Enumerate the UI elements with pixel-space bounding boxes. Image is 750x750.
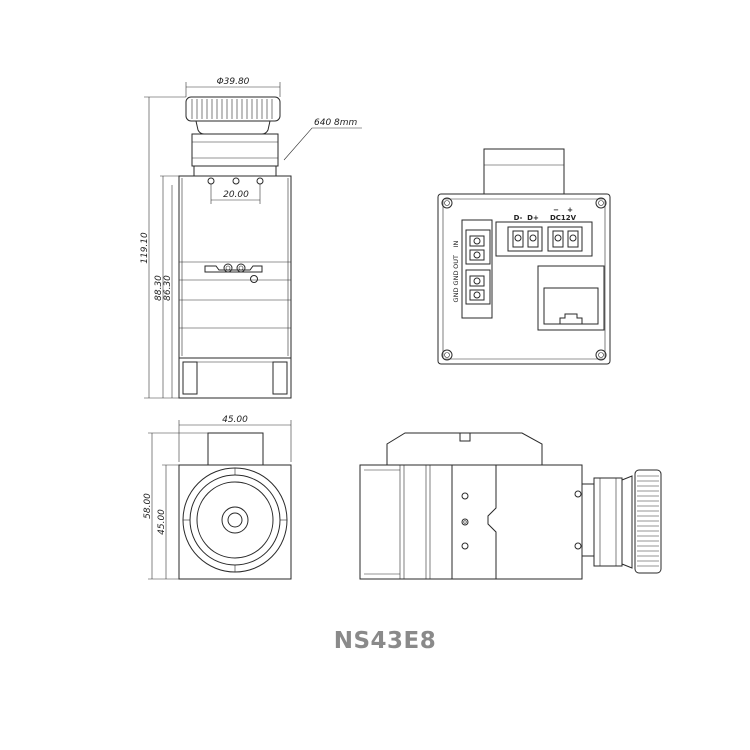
front-view <box>178 432 292 580</box>
label-gnd-2: GND <box>452 288 460 303</box>
ethernet-port <box>537 265 605 331</box>
dim-height-outer: 58.00 <box>143 493 153 519</box>
label-minus: − <box>553 206 559 214</box>
left-terminal-block: IN OUT GND GND <box>452 219 493 319</box>
dim-body-height-b: 86.30 <box>163 275 173 301</box>
dim-total-height: 119.10 <box>140 232 150 264</box>
camera-body-top <box>359 464 583 580</box>
front-view-dimensions: 45.00 58.00 45.00 <box>143 415 292 580</box>
model-title: NS43E8 <box>333 628 437 654</box>
focus-ring-top <box>634 469 662 574</box>
label-in: IN <box>452 240 460 247</box>
label-out: OUT <box>452 255 460 269</box>
label-d-plus: D+ <box>527 214 539 222</box>
dim-hole-spacing: 20.00 <box>223 190 249 200</box>
top-terminal-block: D- D+ − + DC12V <box>495 206 593 257</box>
dim-lens-diameter: Φ39.80 <box>217 77 250 87</box>
top-view <box>359 432 662 580</box>
label-plus: + <box>567 206 573 214</box>
dim-width: 45.00 <box>222 415 248 425</box>
label-dc12v: DC12V <box>550 214 577 222</box>
dim-height-inner: 45.00 <box>157 509 167 535</box>
side-view-dimensions: Φ39.80 640 8mm 20.00 119.10 88.30 86.30 <box>140 77 362 399</box>
dim-lens-focal: 640 8mm <box>314 118 358 128</box>
rear-view: D- D+ − + DC12V IN OUT GND GND <box>437 148 611 365</box>
label-d-minus: D- <box>514 214 523 222</box>
camera-body-side <box>178 175 292 359</box>
focus-ring <box>185 96 281 122</box>
side-elevation-view <box>178 96 292 399</box>
label-gnd-1: GND <box>452 271 460 286</box>
dim-body-height-a: 88.30 <box>154 275 164 301</box>
